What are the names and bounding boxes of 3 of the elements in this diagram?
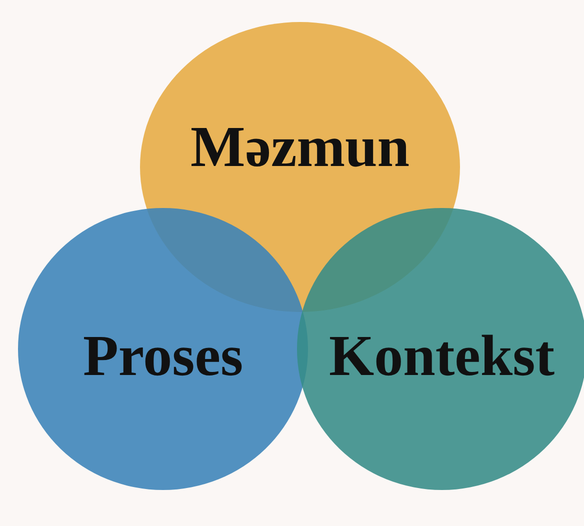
circle-label: Kontekst [329,327,555,385]
circle-label: Proses [83,327,244,385]
circle-label: Məzmun [190,118,410,176]
